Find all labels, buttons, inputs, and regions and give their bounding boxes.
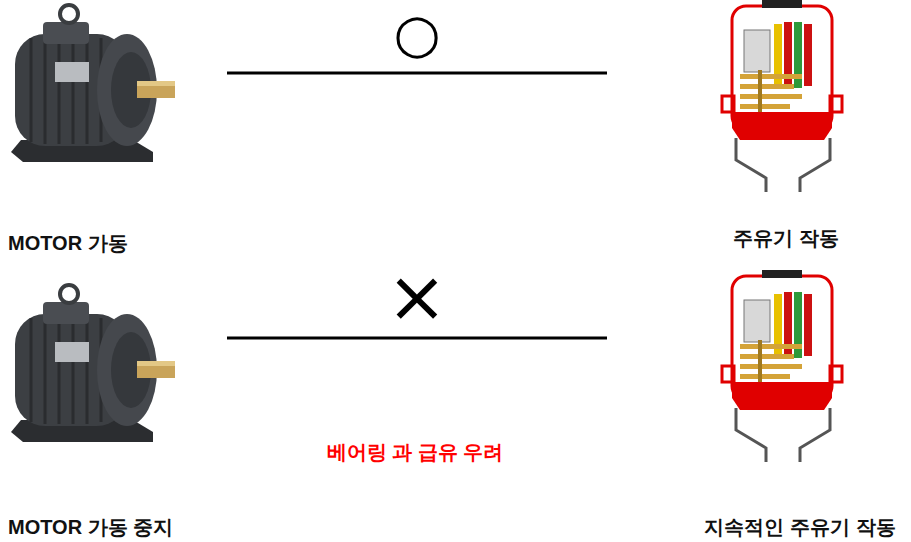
status-symbol: × (387, 260, 447, 332)
connector-line (227, 337, 607, 340)
motor-node: MOTOR 가동 중지 (0, 265, 215, 542)
caption: MOTOR 가동 (8, 231, 213, 255)
motor-node: MOTOR 가동 (0, 0, 215, 262)
caption: 주유기 작동 (666, 226, 906, 250)
motor-illustration (11, 5, 175, 162)
status-symbol: ○ (393, 7, 440, 61)
motor-illustration (11, 285, 175, 442)
lubricator-node: 지속적인 주유기 작동 (620, 265, 911, 542)
connector-line (227, 72, 607, 75)
warning-note: 베어링 과 급유 우려 (327, 440, 504, 464)
lubricator-illustration (722, 270, 842, 462)
caption: 지속적인 주유기 작동 (690, 515, 910, 539)
caption: MOTOR 가동 중지 (8, 515, 213, 539)
lubricator-illustration (722, 0, 842, 192)
lubricator-node: 주유기 작동 (620, 0, 911, 262)
